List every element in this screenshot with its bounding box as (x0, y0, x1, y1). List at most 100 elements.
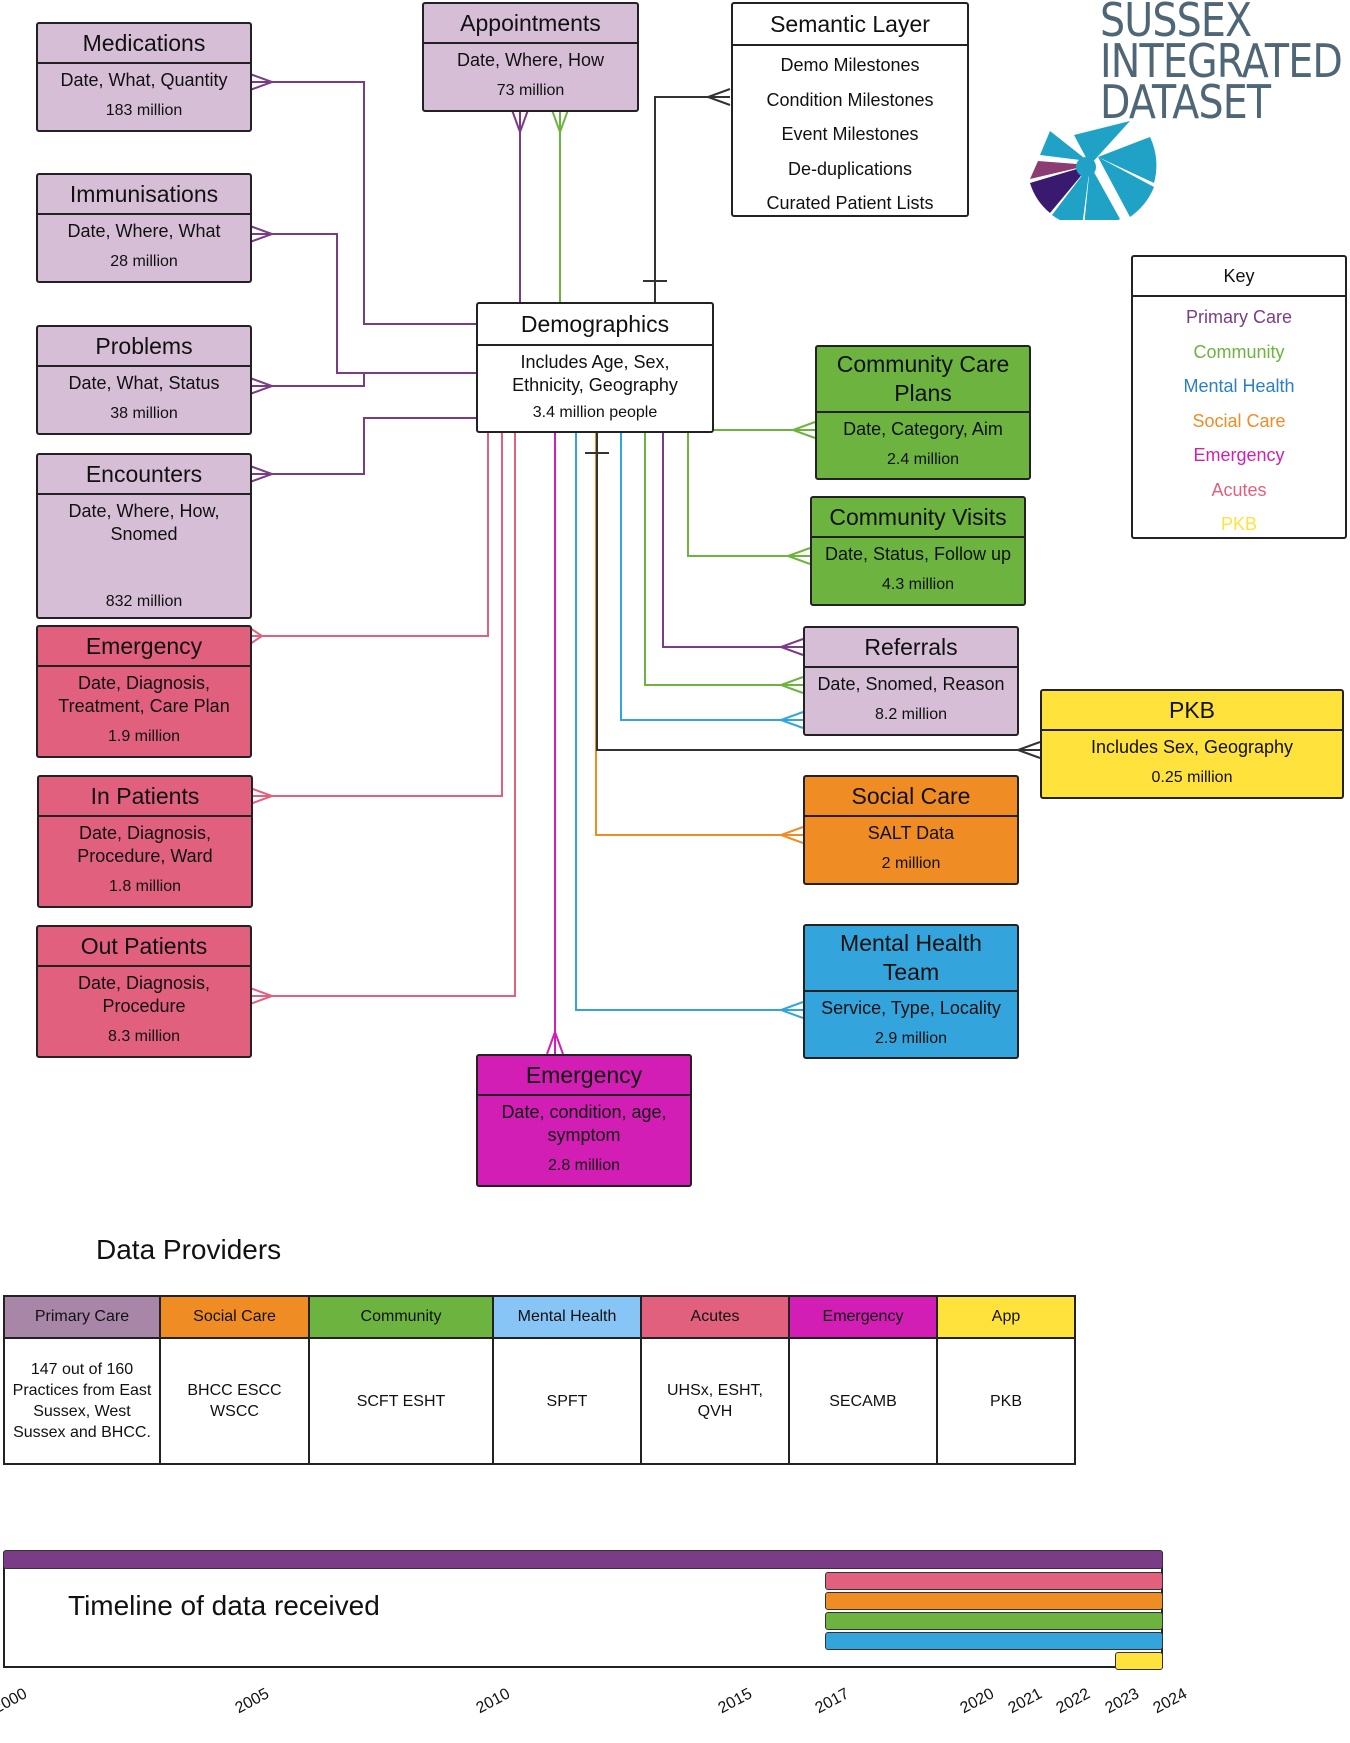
key-item-acutes: Acutes (1211, 479, 1267, 500)
emergency-ambulance-fields: Date, condition, age, symptom (501, 1102, 667, 1145)
immunisations-title: Immunisations (38, 175, 250, 215)
referrals-count: 8.2 million (874, 706, 948, 723)
mental-health-team-count: 2.9 million (874, 1030, 948, 1047)
provider-value: UHSx, ESHT, QVH (640, 1337, 790, 1465)
data-providers-title: Data Providers (96, 1234, 282, 1265)
link-emergency-acute (250, 433, 489, 637)
social-care-entity: Social Care SALT Data 2 million (803, 775, 1019, 885)
timeline-bar-primary-care (3, 1550, 1163, 1569)
link-referrals-mh (620, 433, 803, 721)
encounters-entity: Encounters Date, Where, How, Snomed 832 … (36, 453, 252, 619)
immunisations-entity: Immunisations Date, Where, What 28 milli… (36, 173, 252, 283)
in-patients-title: In Patients (39, 777, 251, 817)
emergency-acute-fields: Date, Diagnosis, Treatment, Care Plan (58, 673, 230, 716)
link-referrals-pc (662, 433, 803, 648)
referrals-fields: Date, Snomed, Reason (817, 674, 1005, 694)
semantic-item: Demo Milestones (780, 55, 920, 75)
medications-count: 183 million (105, 102, 183, 119)
in-patients-count: 1.8 million (108, 878, 182, 895)
community-visits-entity: Community Visits Date, Status, Follow up… (810, 496, 1026, 606)
link-visits (687, 433, 810, 557)
provider-header: Community (308, 1295, 494, 1339)
semantic-item: Event Milestones (781, 124, 919, 144)
community-visits-title: Community Visits (812, 498, 1024, 538)
encounters-count: 832 million (105, 593, 183, 610)
referrals-entity: Referrals Date, Snomed, Reason 8.2 milli… (803, 626, 1019, 736)
provider-header: App (936, 1295, 1076, 1339)
pkb-entity: PKB Includes Sex, Geography 0.25 million (1040, 689, 1344, 799)
medications-title: Medications (38, 24, 250, 64)
providers-value-row: 147 out of 160 Practices from East Susse… (3, 1337, 1076, 1465)
pkb-count: 0.25 million (1151, 769, 1233, 786)
legend-key: Key Primary Care Community Mental Health… (1131, 255, 1347, 539)
link-problems (250, 373, 365, 387)
demographics-entity: Demographics Includes Age, Sex, Ethnicit… (476, 302, 714, 433)
semantic-layer-box: Semantic Layer Demo Milestones Condition… (731, 2, 969, 217)
provider-header: Acutes (640, 1295, 790, 1339)
encounters-title: Encounters (38, 455, 250, 495)
social-care-title: Social Care (805, 777, 1017, 817)
appointments-entity: Appointments Date, Where, How 73 million (422, 2, 639, 112)
community-care-plans-title: Community Care Plans (817, 347, 1029, 413)
community-visits-fields: Date, Status, Follow up (824, 544, 1012, 564)
provider-value: 147 out of 160 Practices from East Susse… (3, 1337, 161, 1465)
timeline-bar-community (824, 1612, 1163, 1630)
key-item-primary-care: Primary Care (1185, 307, 1292, 327)
timeline-bar-acutes (824, 1572, 1163, 1590)
emergency-acute-title: Emergency (38, 627, 250, 667)
logo-line-2: INTEGRATED (1100, 34, 1343, 88)
logo-line-1: SUSSEX (1100, 0, 1252, 47)
immunisations-fields: Date, Where, What (67, 221, 221, 241)
appointments-count: 73 million (496, 82, 565, 99)
provider-header: Emergency (788, 1295, 938, 1339)
timeline-bar-mental-health (824, 1632, 1163, 1650)
link-referrals-co (644, 433, 803, 686)
out-patients-entity: Out Patients Date, Diagnosis, Procedure … (36, 925, 252, 1058)
link-out-patients (250, 433, 516, 997)
link-social-care (595, 433, 803, 836)
timeline-bar-pkb (1114, 1652, 1163, 1670)
key-item-pkb: PKB (1220, 514, 1258, 534)
appointments-title: Appointments (424, 4, 637, 44)
problems-title: Problems (38, 327, 250, 367)
timeline-title: Timeline of data received (68, 1590, 380, 1621)
link-encounters (250, 417, 478, 475)
demographics-title: Demographics (478, 304, 712, 346)
mental-health-team-fields: Service, Type, Locality (821, 998, 1001, 1018)
provider-value: SECAMB (788, 1337, 938, 1465)
provider-header: Mental Health (492, 1295, 642, 1339)
mental-health-team-title: Mental Health Team (805, 926, 1017, 992)
semantic-layer-title: Semantic Layer (733, 4, 967, 46)
problems-count: 38 million (110, 405, 178, 422)
emergency-ambulance-title: Emergency (478, 1056, 690, 1096)
timeline-bar-social-care (824, 1592, 1163, 1610)
provider-value: SCFT ESHT (308, 1337, 494, 1465)
emergency-acute-count: 1.9 million (107, 728, 181, 745)
community-visits-count: 4.3 million (881, 576, 955, 593)
pkb-fields: Includes Sex, Geography (1090, 737, 1294, 757)
link-in-patients (250, 433, 503, 797)
key-item-community: Community (1193, 341, 1285, 362)
link-mh-team (575, 433, 803, 1011)
provider-header: Social Care (159, 1295, 310, 1339)
provider-value: SPFT (492, 1337, 642, 1465)
problems-fields: Date, What, Status (68, 373, 220, 393)
referrals-title: Referrals (805, 628, 1017, 668)
emergency-ambulance-entity: Emergency Date, condition, age, symptom … (476, 1054, 692, 1187)
semantic-item: Curated Patient Lists (766, 193, 934, 213)
provider-value: PKB (936, 1337, 1076, 1465)
social-care-fields: SALT Data (867, 823, 955, 843)
out-patients-count: 8.3 million (107, 1028, 181, 1045)
semantic-item: De-duplications (787, 158, 913, 179)
provider-header: Primary Care (3, 1295, 161, 1339)
logo-line-3: DATASET (1100, 75, 1271, 129)
link-medications (250, 81, 478, 325)
demographics-fields: Includes Age, Sex, Ethnicity, Geography (512, 352, 678, 395)
emergency-acute-entity: Emergency Date, Diagnosis, Treatment, Ca… (36, 625, 252, 758)
link-immunisations (250, 233, 478, 374)
community-care-plans-entity: Community Care Plans Date, Category, Aim… (815, 345, 1031, 480)
key-item-emergency: Emergency (1193, 445, 1285, 465)
out-patients-title: Out Patients (38, 927, 250, 967)
problems-entity: Problems Date, What, Status 38 million (36, 325, 252, 435)
